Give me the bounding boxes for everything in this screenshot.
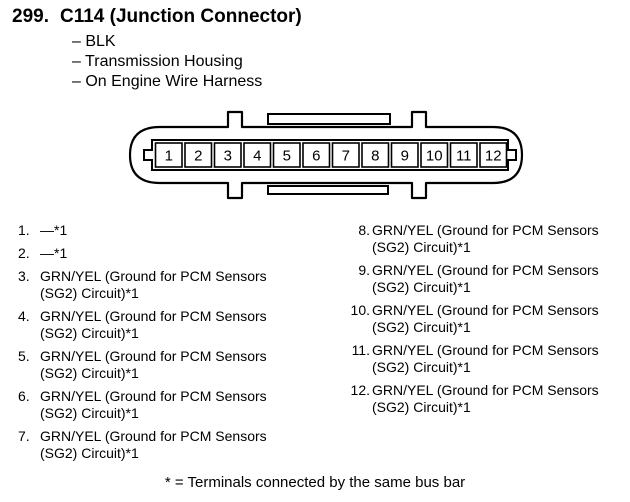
pin-cavity [420, 142, 449, 168]
terminal-description: —*1 [40, 222, 68, 238]
pin-cavity [154, 142, 183, 168]
connector-number: 299. [12, 6, 49, 27]
pin-cavity [213, 142, 242, 168]
terminal-item: 2. —*1 [18, 245, 318, 262]
terminal-number: 3. [18, 268, 30, 284]
terminal-number: 12. [350, 382, 370, 398]
pin-label: 12 [485, 148, 502, 165]
terminal-number: 9. [358, 262, 370, 278]
pin-label: 4 [253, 148, 261, 165]
connector-title: C114 (Junction Connector) [60, 6, 302, 27]
terminal-description: GRN/YEL (Ground for PCM Sensors (SG2) Ci… [372, 342, 599, 375]
pin-cavity [390, 142, 419, 168]
terminal-description: GRN/YEL (Ground for PCM Sensors (SG2) Ci… [372, 302, 599, 335]
terminal-description: GRN/YEL (Ground for PCM Sensors (SG2) Ci… [372, 222, 599, 255]
terminal-description: —*1 [40, 245, 68, 261]
connector-latch-top [267, 113, 391, 125]
terminal-number: 5. [18, 348, 30, 364]
pin-label: 2 [194, 148, 202, 165]
terminal-item: 5. GRN/YEL (Ground for PCM Sensors (SG2) … [18, 348, 318, 382]
terminal-description: GRN/YEL (Ground for PCM Sensors (SG2) Ci… [40, 308, 267, 341]
pin-label: 6 [312, 148, 320, 165]
terminal-description: GRN/YEL (Ground for PCM Sensors (SG2) Ci… [372, 382, 599, 415]
detail-location: – Transmission Housing [72, 53, 243, 70]
connector-inner-outline [143, 139, 517, 171]
terminal-description: GRN/YEL (Ground for PCM Sensors (SG2) Ci… [372, 262, 599, 295]
terminal-item: 11.GRN/YEL (Ground for PCM Sensors (SG2)… [340, 342, 630, 376]
terminal-number: 2. [18, 245, 30, 261]
pin-label: 5 [283, 148, 291, 165]
terminal-item: 4. GRN/YEL (Ground for PCM Sensors (SG2) … [18, 308, 318, 342]
terminal-list-right: 8.GRN/YEL (Ground for PCM Sensors (SG2) … [340, 222, 630, 422]
connector-details: – BLK – Transmission Housing – On Engine… [72, 32, 302, 92]
terminal-description: GRN/YEL (Ground for PCM Sensors (SG2) Ci… [40, 428, 267, 461]
pin-label: 9 [401, 148, 409, 165]
pin-cavity [361, 142, 390, 168]
pin-cavity [449, 142, 478, 168]
terminal-description: GRN/YEL (Ground for PCM Sensors (SG2) Ci… [40, 268, 267, 301]
terminal-number: 8. [358, 222, 370, 238]
pin-label: 11 [456, 148, 472, 165]
terminal-number: 1. [18, 222, 30, 238]
detail-harness: – On Engine Wire Harness [72, 73, 263, 90]
terminal-item: 12.GRN/YEL (Ground for PCM Sensors (SG2)… [340, 382, 630, 416]
terminal-item: 3. GRN/YEL (Ground for PCM Sensors (SG2) … [18, 268, 318, 302]
terminal-item: 7. GRN/YEL (Ground for PCM Sensors (SG2) … [18, 428, 318, 462]
terminal-item: 1. —*1 [18, 222, 318, 239]
terminal-item: 8.GRN/YEL (Ground for PCM Sensors (SG2) … [340, 222, 630, 256]
page-title: 299. C114 (Junction Connector) [12, 6, 302, 28]
pin-label: 7 [342, 148, 350, 165]
terminal-number: 4. [18, 308, 30, 324]
connector-outer-shell [128, 110, 524, 200]
pin-cavity [302, 142, 331, 168]
connector-latch-bottom [267, 185, 389, 195]
pin-label: 10 [426, 148, 443, 165]
pin-cavity [479, 142, 508, 168]
pin-cavity [272, 142, 301, 168]
terminal-item: 6. GRN/YEL (Ground for PCM Sensors (SG2) … [18, 388, 318, 422]
terminal-description: GRN/YEL (Ground for PCM Sensors (SG2) Ci… [40, 388, 267, 421]
terminal-description: GRN/YEL (Ground for PCM Sensors (SG2) Ci… [40, 348, 267, 381]
header: 299. C114 (Junction Connector) – BLK – Tr… [12, 6, 302, 92]
terminal-number: 6. [18, 388, 30, 404]
terminal-number: 7. [18, 428, 30, 444]
terminal-number: 11. [351, 342, 370, 358]
terminal-number: 10. [350, 302, 370, 318]
terminal-list-left: 1. —*1 2. —*1 3. GRN/YEL (Ground for PCM Sens… [18, 222, 318, 468]
pin-cavity [184, 142, 213, 168]
detail-color: – BLK [72, 33, 116, 50]
terminal-item: 9.GRN/YEL (Ground for PCM Sensors (SG2) … [340, 262, 630, 296]
pin-label: 1 [165, 148, 173, 165]
pin-cavity [331, 142, 360, 168]
pin-label: 8 [371, 148, 379, 165]
footnote: * = Terminals connected by the same bus … [164, 474, 466, 491]
pin-label: 3 [224, 148, 232, 165]
pin-cavity [243, 142, 272, 168]
terminal-item: 10.GRN/YEL (Ground for PCM Sensors (SG2)… [340, 302, 630, 336]
